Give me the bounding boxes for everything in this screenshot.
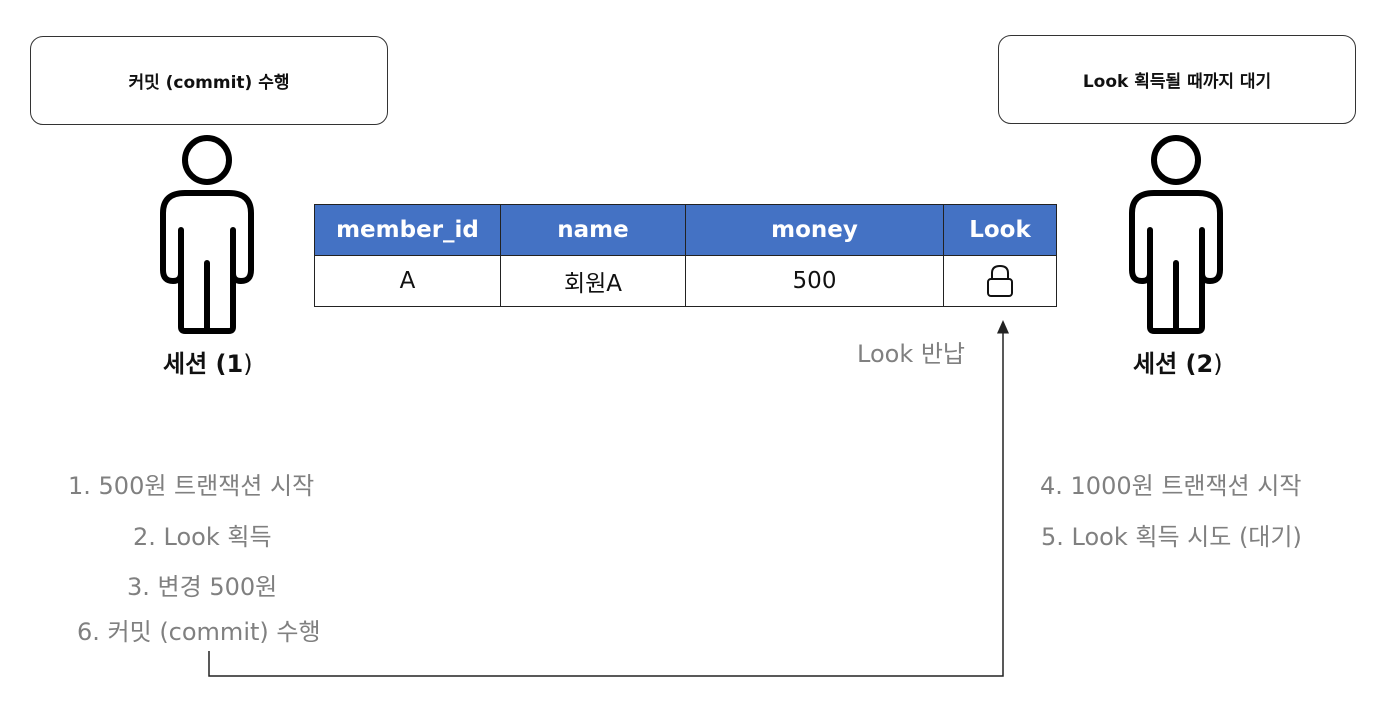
member-table: member_id name money Look A 회원A 500 <box>314 204 1057 307</box>
person-icon <box>1129 135 1223 334</box>
step-2: 2. Look 획득 <box>133 523 272 551</box>
step-3: 3. 변경 500원 <box>127 573 278 601</box>
person-icon <box>160 135 254 334</box>
step-4: 4. 1000원 트랜잭션 시작 <box>1040 472 1302 500</box>
header-money: money <box>685 204 944 256</box>
lock-return-label: Look 반납 <box>857 340 966 368</box>
session-2-label-main: 세션 (2 <box>1133 350 1214 378</box>
lock-icon <box>987 264 1013 297</box>
session-2-label-end: ) <box>1213 350 1223 378</box>
header-name: name <box>500 204 686 256</box>
cell-member-id: A <box>314 255 501 307</box>
table-header-row: member_id name money Look <box>314 204 1057 256</box>
session-1-label-end: ) <box>243 350 253 378</box>
table-row: A 회원A 500 <box>314 255 1057 307</box>
session-1-label-main: 세션 (1 <box>163 350 244 378</box>
cell-money: 500 <box>685 255 944 307</box>
session-1-bubble-text: 커밋 (commit) 수행 <box>128 73 290 93</box>
cell-lock <box>943 255 1057 307</box>
session-2-bubble-text: Look 획득될 때까지 대기 <box>1082 72 1272 92</box>
session-2-label: 세션 (2) <box>1133 344 1223 379</box>
step-5: 5. Look 획득 시도 (대기) <box>1041 523 1302 551</box>
session-1-bubble: 커밋 (commit) 수행 <box>30 36 388 125</box>
cell-name: 회원A <box>500 255 686 307</box>
session-1-label: 세션 (1) <box>163 344 253 379</box>
step-1: 1. 500원 트랜잭션 시작 <box>68 472 315 500</box>
session-2-bubble: Look 획득될 때까지 대기 <box>998 35 1356 124</box>
step-6: 6. 커밋 (commit) 수행 <box>77 618 321 646</box>
header-member-id: member_id <box>314 204 501 256</box>
header-lock: Look <box>943 204 1057 256</box>
